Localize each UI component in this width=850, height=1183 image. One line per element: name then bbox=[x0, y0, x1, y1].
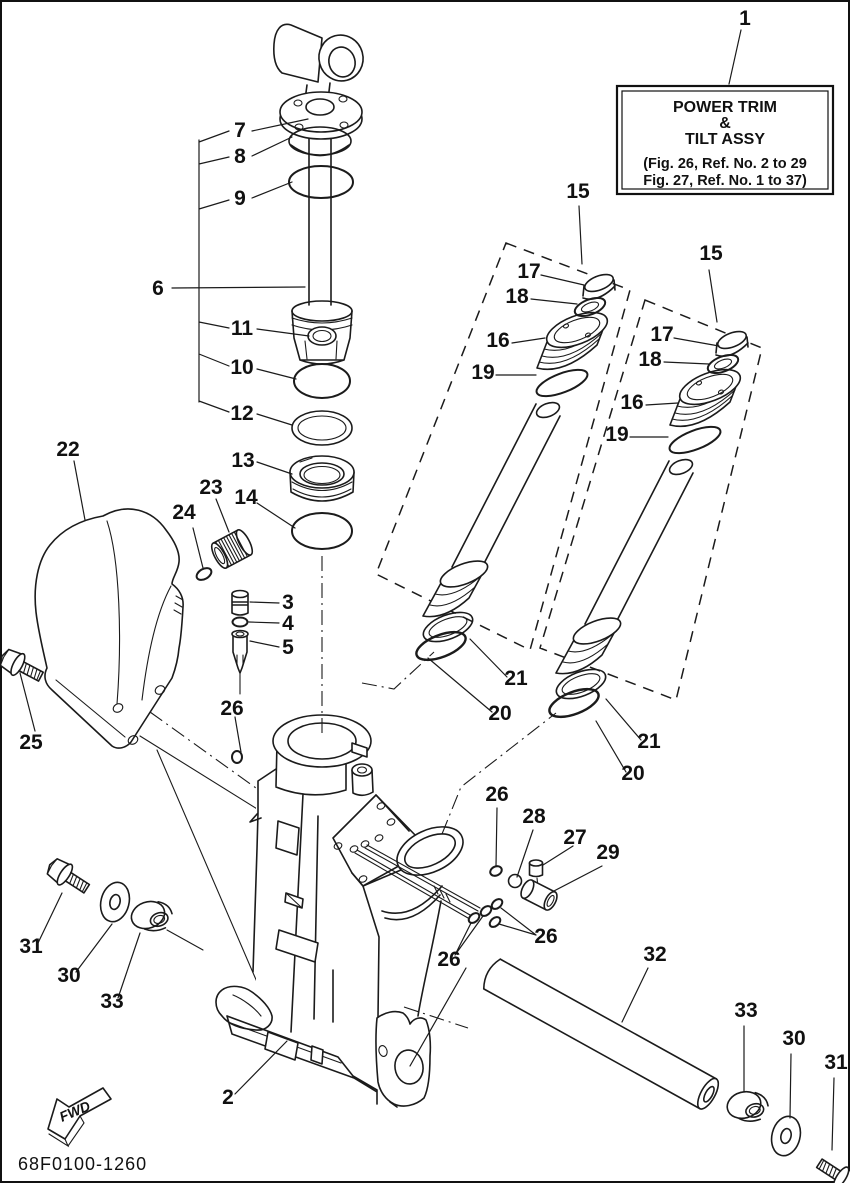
callout-17: 17 bbox=[517, 260, 540, 283]
leader-lines bbox=[19, 29, 835, 1151]
oring-26-stud bbox=[490, 898, 504, 910]
callout-20: 20 bbox=[621, 762, 644, 785]
callout-33: 33 bbox=[100, 990, 123, 1013]
callout-26: 26 bbox=[220, 697, 243, 720]
callout-8: 8 bbox=[234, 145, 246, 168]
callout-27: 27 bbox=[563, 826, 586, 849]
callout-7: 7 bbox=[234, 119, 246, 142]
oring-26-stud bbox=[479, 905, 493, 917]
callout-19: 19 bbox=[605, 423, 628, 446]
callout-26: 26 bbox=[485, 783, 508, 806]
callout-2: 2 bbox=[222, 1086, 234, 1109]
callout-29: 29 bbox=[596, 841, 619, 864]
callout-9: 9 bbox=[234, 187, 246, 210]
bushing-33-right bbox=[723, 1085, 772, 1128]
kit-box-2 bbox=[539, 298, 763, 702]
callout-20: 20 bbox=[488, 702, 511, 725]
callout-12: 12 bbox=[230, 402, 253, 425]
tilt-stop-rod-32 bbox=[482, 958, 720, 1110]
callout-21: 21 bbox=[504, 667, 528, 690]
callout-18: 18 bbox=[638, 348, 662, 371]
callout-22: 22 bbox=[56, 438, 79, 461]
callout-31: 31 bbox=[824, 1051, 848, 1074]
title-line-2: & bbox=[719, 115, 731, 132]
cover-align-line bbox=[149, 711, 257, 789]
sleeve-29 bbox=[520, 879, 558, 911]
seal-housing-13 bbox=[289, 455, 355, 502]
fwd-arrow-icon: FWD bbox=[47, 1087, 112, 1148]
callout-32: 32 bbox=[643, 943, 666, 966]
trim-studs bbox=[354, 844, 504, 928]
callout-13: 13 bbox=[231, 449, 254, 472]
title-line-5: Fig. 27, Ref. No. 1 to 37) bbox=[643, 173, 807, 189]
callout-16: 16 bbox=[486, 329, 509, 352]
cylinder-set-1 bbox=[411, 269, 617, 667]
alignment-lines bbox=[321, 556, 557, 1029]
bolt-31-left bbox=[42, 853, 94, 900]
callout-33: 33 bbox=[734, 999, 757, 1022]
title-box: POWER TRIM & TILT ASSY (Fig. 26, Ref. No… bbox=[615, 84, 835, 196]
callout-3: 3 bbox=[282, 591, 294, 614]
callout-19: 19 bbox=[471, 361, 494, 384]
callout-23: 23 bbox=[199, 476, 222, 499]
callout-30: 30 bbox=[782, 1027, 805, 1050]
callout-25: 25 bbox=[19, 731, 43, 754]
callout-18: 18 bbox=[505, 285, 529, 308]
callout-26: 26 bbox=[534, 925, 557, 948]
title-line-4: (Fig. 26, Ref. No. 2 to 29 bbox=[643, 156, 807, 172]
reservoir-cover bbox=[34, 508, 184, 749]
washer-30-left bbox=[95, 878, 135, 926]
callout-31: 31 bbox=[19, 935, 43, 958]
callout-1: 1 bbox=[739, 7, 751, 30]
callout-17: 17 bbox=[650, 323, 673, 346]
valve-parts bbox=[231, 589, 249, 695]
callout-11: 11 bbox=[231, 317, 254, 340]
pivot-small-parts bbox=[489, 859, 558, 911]
callout-21: 21 bbox=[637, 730, 661, 753]
callout-6: 6 bbox=[152, 277, 164, 300]
figure-part-number: 68F0100-1260 bbox=[18, 1154, 147, 1174]
bolt-31-right bbox=[812, 1152, 850, 1183]
ball-28 bbox=[507, 873, 523, 889]
callout-10: 10 bbox=[230, 356, 253, 379]
main-body bbox=[215, 714, 464, 1108]
callout-14: 14 bbox=[234, 486, 258, 509]
callout-4: 4 bbox=[282, 612, 294, 635]
callout-30: 30 bbox=[57, 964, 80, 987]
callout-16: 16 bbox=[620, 391, 643, 414]
callout-5: 5 bbox=[282, 636, 294, 659]
oring-26-stud bbox=[467, 912, 481, 924]
cover-bolt bbox=[0, 644, 48, 689]
callout-26: 26 bbox=[437, 948, 460, 971]
oring-26-pivot bbox=[489, 865, 503, 877]
kit-box-1 bbox=[375, 242, 631, 652]
washer-30-right bbox=[766, 1112, 806, 1160]
trim-cylinder-kits bbox=[375, 242, 763, 724]
oring-26-stud bbox=[488, 916, 502, 928]
tilt-cylinder-assembly bbox=[195, 23, 364, 581]
bearing-23 bbox=[210, 529, 254, 569]
callout-24: 24 bbox=[172, 501, 196, 524]
bushing-line bbox=[166, 929, 204, 951]
oring-24 bbox=[195, 567, 213, 581]
callout-15: 15 bbox=[566, 180, 590, 203]
callout-15: 15 bbox=[699, 242, 723, 265]
oring-26-cover bbox=[231, 750, 243, 764]
title-line-3: TILT ASSY bbox=[685, 131, 765, 148]
title-line-1: POWER TRIM bbox=[673, 99, 777, 116]
callout-28: 28 bbox=[522, 805, 546, 828]
